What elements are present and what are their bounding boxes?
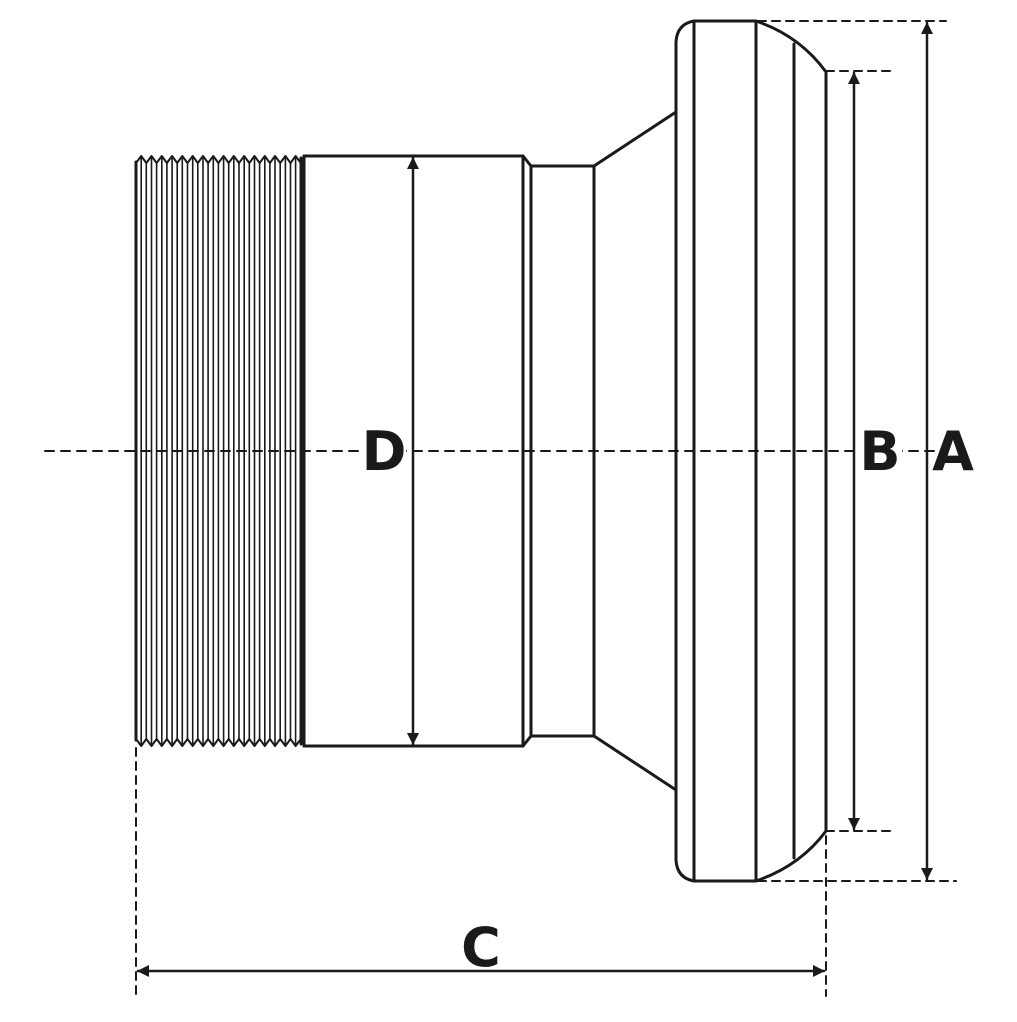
neck-section (529, 164, 596, 738)
threaded-section (134, 155, 303, 747)
label-c: C (461, 916, 501, 979)
label-b-backing (860, 424, 902, 478)
main-body (302, 154, 533, 748)
label-b: B (859, 420, 900, 483)
extension-lines (135, 20, 957, 997)
cone-section (592, 110, 678, 792)
thread-profile-bottom (135, 738, 302, 747)
label-a: A (932, 420, 974, 483)
thread-profile-top (135, 155, 302, 164)
flange-head (674, 19, 828, 883)
label-d: D (362, 420, 407, 483)
label-d-backing (360, 424, 406, 478)
